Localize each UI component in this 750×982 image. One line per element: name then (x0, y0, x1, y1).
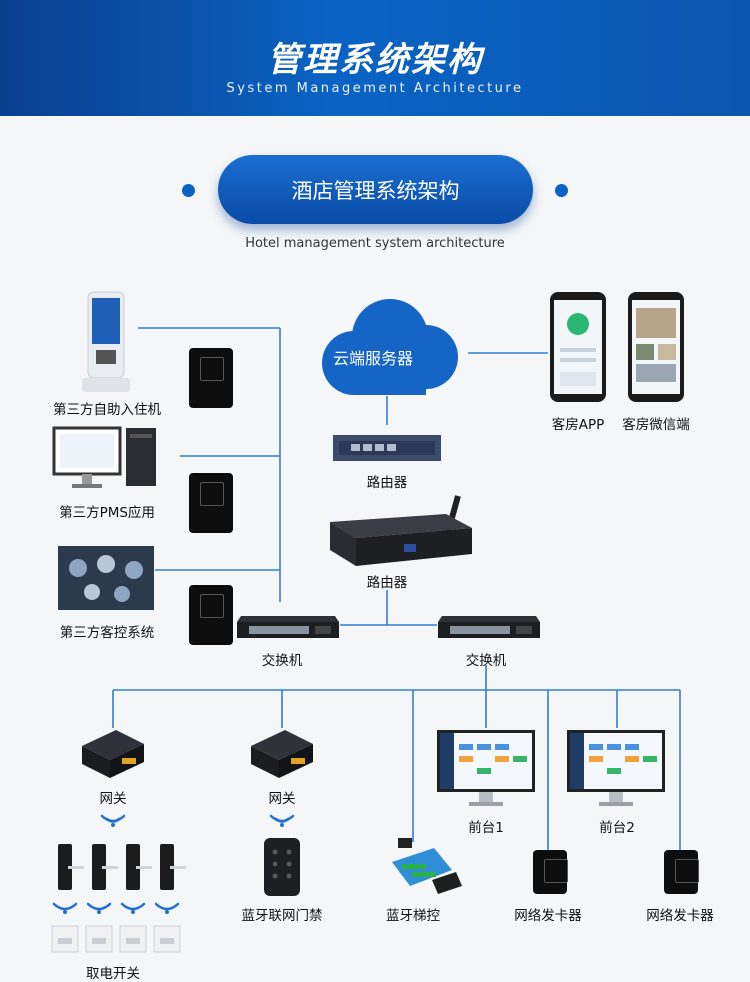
room-control-icon (58, 546, 154, 610)
gateway-icon (251, 730, 313, 778)
router2-label: 路由器 (366, 575, 408, 591)
door-locks-icon (58, 844, 186, 890)
left-dot (182, 184, 195, 197)
wireless-signal-icon (100, 814, 126, 827)
card-issuer1-label: 网络发卡器 (514, 908, 582, 924)
router1-label: 路由器 (366, 475, 408, 491)
switch2-label: 交换机 (465, 653, 507, 669)
header-banner: 管理系统架构 System Management Architecture (0, 0, 750, 116)
wireless-signal-icon (52, 902, 180, 914)
section-subtitle: Hotel management system architecture (245, 236, 505, 251)
door-access-keypad-icon (264, 838, 300, 896)
cloud-icon (322, 299, 458, 395)
wechat-label: 客房微信端 (622, 417, 690, 433)
self-checkin-kiosk-icon (82, 291, 130, 392)
phone-app-icon (550, 292, 606, 402)
guest-app-label: 客房APP (551, 417, 605, 433)
header-title: 管理系统架构 (267, 40, 483, 80)
gateway2-label: 网关 (268, 791, 296, 807)
switch-icon (237, 616, 339, 638)
ble-elevator-label: 蓝牙梯控 (386, 908, 440, 924)
right-dot (555, 184, 568, 197)
section-title-pill: 酒店管理系统架构 (218, 155, 533, 224)
front-desk2-label: 前台2 (599, 820, 635, 836)
card-reader-icon (189, 585, 233, 645)
front-desk-monitor-icon (437, 730, 535, 806)
card-issuer-icon (533, 850, 568, 894)
card-issuer2-label: 网络发卡器 (646, 908, 714, 924)
front-desk1-label: 前台1 (468, 820, 504, 836)
gateway-icon (82, 730, 144, 778)
switch1-label: 交换机 (261, 653, 303, 669)
cloud-label: 云端服务器 (332, 349, 413, 368)
elevator-control-board-icon (392, 838, 462, 894)
power-switch-icon (51, 925, 181, 953)
ble-door-label: 蓝牙联网门禁 (241, 908, 323, 924)
front-desk-monitor-icon (567, 730, 665, 806)
pms-computer-icon (52, 426, 156, 488)
card-reader-icon (189, 348, 233, 408)
section-title: 酒店管理系统架构 (291, 179, 460, 203)
gateway1-label: 网关 (99, 791, 127, 807)
router-icon (330, 495, 472, 566)
switch-icon (438, 616, 540, 638)
card-reader-icon (189, 473, 233, 533)
header-subtitle: System Management Architecture (226, 81, 524, 96)
self-checkin-label: 第三方自助入住机 (53, 402, 161, 418)
room-control-label: 第三方客控系统 (59, 625, 155, 641)
power-switch-label: 取电开关 (86, 966, 140, 982)
router-icon (333, 435, 441, 461)
pms-label: 第三方PMS应用 (59, 505, 155, 521)
wireless-signal-icon (269, 814, 295, 827)
card-issuer-icon (664, 850, 699, 894)
phone-wechat-icon (628, 292, 684, 402)
